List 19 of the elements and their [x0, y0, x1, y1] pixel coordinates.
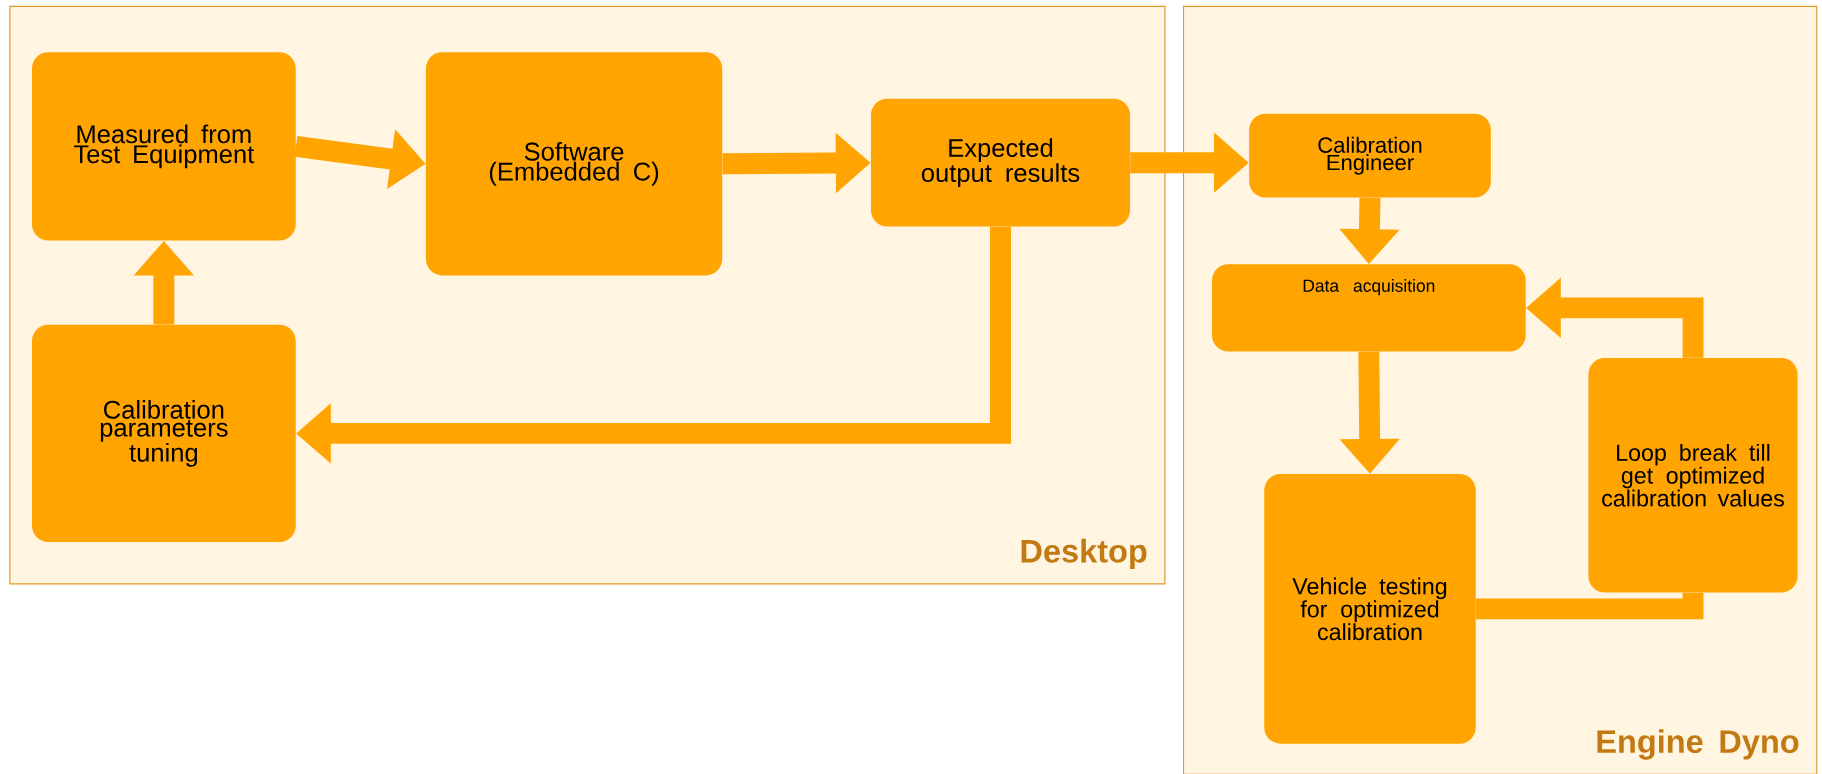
process-box: [31, 324, 296, 543]
box-label: Calibration parameters tuning: [100, 400, 228, 467]
process-box: [870, 98, 1131, 227]
box-label: Software (Embedded C): [489, 142, 659, 186]
process-box: [425, 52, 723, 276]
process-box: [1264, 474, 1476, 744]
box-label: Vehicle testing for optimized calibration: [1292, 577, 1447, 641]
process-box: [1249, 113, 1491, 198]
box-label: Calibration Engineer: [1318, 136, 1422, 175]
box-label: Data acquisition: [1303, 279, 1435, 296]
process-box: [31, 52, 296, 241]
process-box: [1588, 357, 1798, 593]
panel-heading: Desktop: [1021, 538, 1147, 570]
connector: [1476, 592, 1704, 620]
process-box: [1211, 264, 1526, 352]
box-label: Loop break till get optimized calibration values: [1602, 443, 1784, 507]
box-label: Measured from Test Equipment: [74, 124, 255, 169]
panel-heading: Engine Dyno: [1597, 729, 1799, 760]
box-label: Expected output results: [921, 138, 1080, 188]
